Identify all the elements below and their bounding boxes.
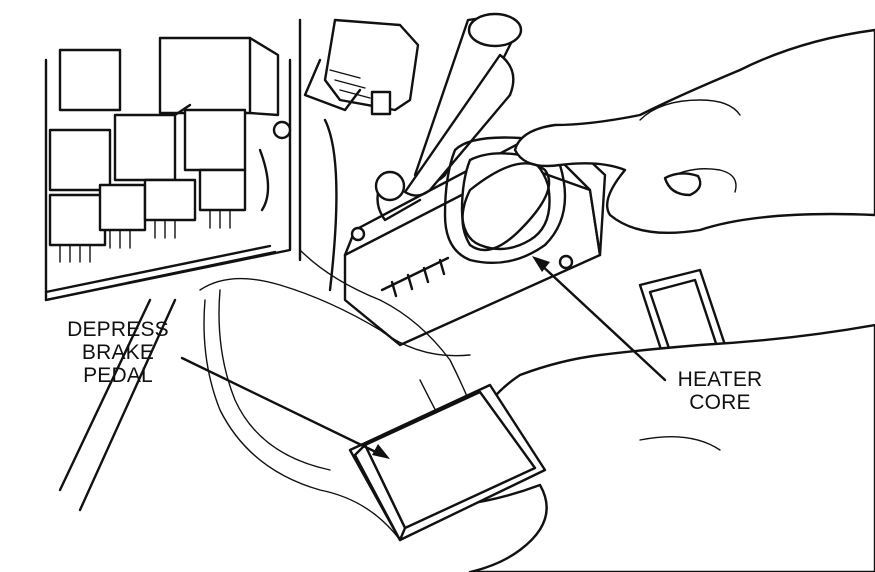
brake-label-line-2: BRAKE	[81, 341, 155, 364]
brake-label-line-3: PEDAL	[83, 364, 153, 387]
brake-label-line-1: DEPRESS	[67, 318, 169, 341]
wiring-connector	[298, 18, 420, 292]
heater-core-label: HEATER CORE	[665, 368, 775, 414]
upper-hand	[461, 28, 875, 252]
brake-pedal-leader	[180, 356, 384, 457]
brake-pedal-leader-arrow	[372, 444, 390, 459]
brake-pedal-label: DEPRESS BRAKE PEDAL	[58, 318, 178, 387]
brake-pedal	[348, 383, 547, 542]
heater-label-line-2: CORE	[689, 391, 751, 414]
heater-core-leader-arrow	[532, 256, 550, 272]
heater-core-leader	[536, 260, 667, 382]
heater-pipes	[374, 12, 523, 222]
relay-block	[44, 36, 292, 302]
heater-label-line-1: HEATER	[677, 368, 763, 391]
